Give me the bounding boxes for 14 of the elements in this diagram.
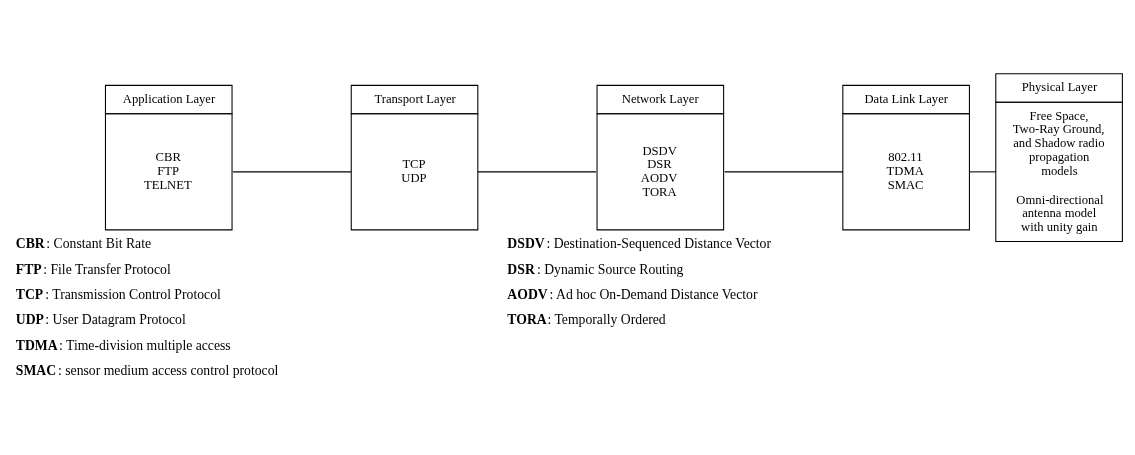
connector <box>232 171 352 173</box>
connector <box>968 171 997 173</box>
label: CBR: Constant Bit Rate <box>15 236 152 252</box>
label: TCP: Transmission Control Protocol <box>15 286 221 302</box>
label: TDMA: Time-division multiple access <box>15 337 231 353</box>
label: FTP: File Transfer Protocol <box>15 261 171 277</box>
label: AODV: Ad hoc On-Demand Distance Vector <box>507 286 758 302</box>
label: TORA: Temporally Ordered <box>507 312 666 328</box>
label: DSDV: Destination-Sequenced Distance Vector <box>507 236 772 252</box>
label: SMAC: sensor medium access control protocol <box>15 362 279 378</box>
connector <box>724 171 844 173</box>
label: UDP: User Datagram Protocol <box>15 312 186 328</box>
connector <box>477 171 597 173</box>
label: DSR: Dynamic Source Routing <box>507 261 684 277</box>
